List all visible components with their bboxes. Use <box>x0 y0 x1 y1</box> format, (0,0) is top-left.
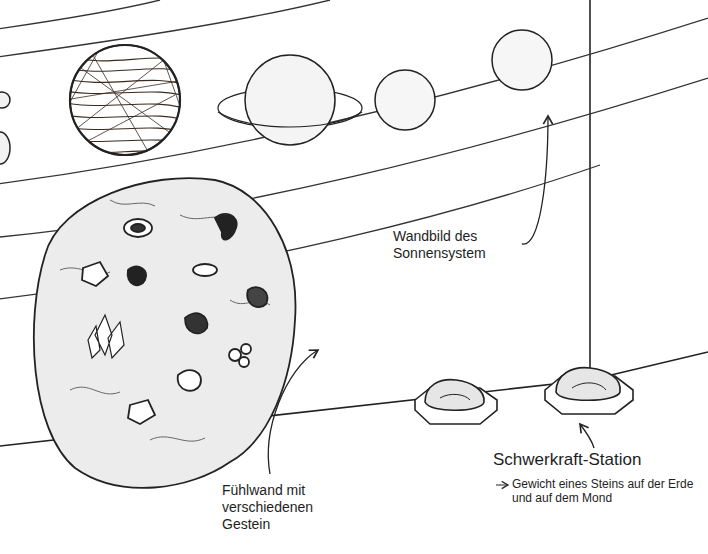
crystal <box>88 315 124 358</box>
jupiter-outline <box>70 45 180 155</box>
orbit-line <box>0 0 330 58</box>
feeling-wall-label: Fühlwand mit verschiedenen Gestein <box>222 482 334 532</box>
orbit-line <box>0 18 708 185</box>
station-note: Gewicht eines Steins auf der Erde und au… <box>512 477 694 506</box>
mineral <box>215 214 237 240</box>
mineral <box>193 264 217 276</box>
leader-arrow <box>522 116 548 244</box>
mineral <box>241 344 251 354</box>
mineral <box>247 287 267 307</box>
planet <box>0 132 10 164</box>
bullet-arrow <box>496 485 508 486</box>
mineral <box>239 357 249 367</box>
saturn-ring-front <box>218 112 362 127</box>
rock-wall <box>34 178 296 488</box>
mineral <box>128 400 155 424</box>
stone-shading <box>440 394 470 400</box>
mineral <box>124 219 152 237</box>
leader-arrow <box>268 350 318 474</box>
planet <box>492 30 552 90</box>
rock-texture <box>60 200 270 441</box>
mineral <box>185 313 207 333</box>
stone <box>556 368 620 401</box>
leader-arrow <box>580 424 594 448</box>
mineral <box>128 267 147 285</box>
orbit-line <box>0 0 160 30</box>
wall-corner <box>589 0 591 380</box>
stone <box>425 380 484 411</box>
mineral <box>82 262 108 286</box>
saturn <box>245 55 335 145</box>
mineral <box>178 370 201 390</box>
planet <box>0 92 10 108</box>
mural-label: Wandbild des Sonnensystem <box>393 228 518 262</box>
mineral <box>131 224 145 232</box>
station-title: Schwerkraft-Station <box>493 450 698 470</box>
planet <box>375 70 435 130</box>
stone-shading <box>572 383 606 390</box>
jupiter-bands <box>60 48 190 156</box>
